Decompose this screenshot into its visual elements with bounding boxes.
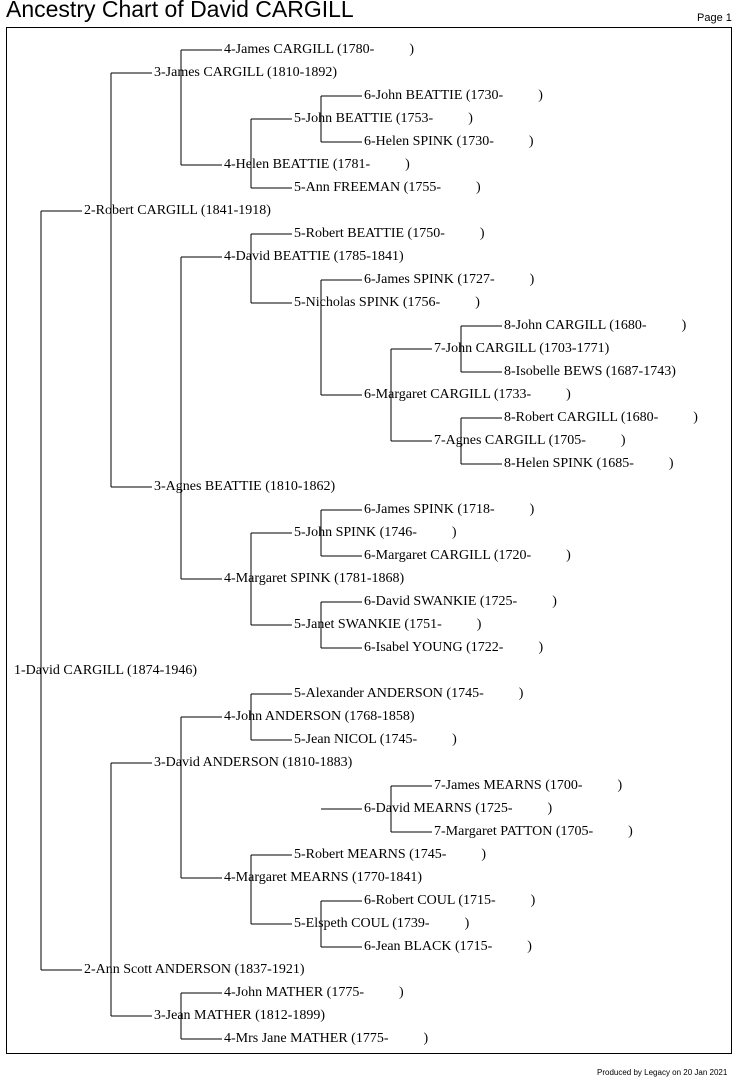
chart-frame bbox=[6, 27, 732, 1054]
person-entry-gen-5: 5-Nicholas SPINK (1756- ) bbox=[294, 295, 480, 310]
person-entry-gen-5: 5-Robert MEARNS (1745- ) bbox=[294, 847, 487, 862]
person-entry-gen-6: 6-James SPINK (1718- ) bbox=[364, 502, 535, 517]
person-entry-gen-8: 8-John CARGILL (1680- ) bbox=[504, 318, 687, 333]
person-entry-gen-6: 6-David SWANKIE (1725- ) bbox=[364, 594, 557, 609]
person-entry-gen-2: 2-Robert CARGILL (1841-1918) bbox=[84, 203, 271, 218]
person-entry-gen-6: 6-Jean BLACK (1715- ) bbox=[364, 939, 532, 954]
person-entry-gen-5: 5-Ann FREEMAN (1755- ) bbox=[294, 180, 481, 195]
person-entry-gen-4: 4-James CARGILL (1780- ) bbox=[224, 42, 415, 57]
page-title: Ancestry Chart of David CARGILL bbox=[6, 0, 354, 22]
person-entry-gen-4: 4-Margaret SPINK (1781-1868) bbox=[224, 571, 405, 586]
person-entry-gen-6: 6-Helen SPINK (1730- ) bbox=[364, 134, 534, 149]
person-entry-gen-8: 8-Isobelle BEWS (1687-1743) bbox=[504, 364, 676, 379]
person-entry-gen-4: 4-John ANDERSON (1768-1858) bbox=[224, 709, 415, 724]
person-entry-gen-2: 2-Ann Scott ANDERSON (1837-1921) bbox=[84, 962, 305, 977]
person-entry-gen-4: 4-Helen BEATTIE (1781- ) bbox=[224, 157, 410, 172]
person-entry-gen-3: 3-David ANDERSON (1810-1883) bbox=[154, 755, 353, 770]
person-entry-gen-7: 7-Margaret PATTON (1705- ) bbox=[434, 824, 633, 839]
person-entry-gen-8: 8-Robert CARGILL (1680- ) bbox=[504, 410, 698, 425]
person-entry-gen-8: 8-Helen SPINK (1685- ) bbox=[504, 456, 674, 471]
person-entry-gen-5: 5-John BEATTIE (1753- ) bbox=[294, 111, 473, 126]
person-entry-gen-7: 7-John CARGILL (1703-1771) bbox=[434, 341, 610, 356]
person-entry-gen-6: 6-John BEATTIE (1730- ) bbox=[364, 88, 543, 103]
person-entry-gen-7: 7-James MEARNS (1700- ) bbox=[434, 778, 623, 793]
person-entry-gen-4: 4-John MATHER (1775- ) bbox=[224, 985, 404, 1000]
person-entry-gen-4: 4-David BEATTIE (1785-1841) bbox=[224, 249, 404, 264]
person-entry-gen-4: 4-Margaret MEARNS (1770-1841) bbox=[224, 870, 423, 885]
person-entry-gen-6: 6-Isabel YOUNG (1722- ) bbox=[364, 640, 544, 655]
person-entry-gen-5: 5-Robert BEATTIE (1750- ) bbox=[294, 226, 485, 241]
person-entry-gen-5: 5-John SPINK (1746- ) bbox=[294, 525, 457, 540]
person-entry-gen-6: 6-Margaret CARGILL (1720- ) bbox=[364, 548, 571, 563]
person-entry-gen-5: 5-Elspeth COUL (1739- ) bbox=[294, 916, 470, 931]
person-entry-gen-5: 5-Janet SWANKIE (1751- ) bbox=[294, 617, 482, 632]
person-entry-gen-4: 4-Mrs Jane MATHER (1775- ) bbox=[224, 1031, 429, 1046]
person-entry-gen-5: 5-Jean NICOL (1745- ) bbox=[294, 732, 457, 747]
footer-credit: Produced by Legacy on 20 Jan 2021 bbox=[597, 1068, 728, 1077]
person-entry-gen-6: 6-David MEARNS (1725- ) bbox=[364, 801, 553, 816]
person-entry-gen-6: 6-Robert COUL (1715- ) bbox=[364, 893, 536, 908]
person-entry-gen-7: 7-Agnes CARGILL (1705- ) bbox=[434, 433, 626, 448]
person-entry-gen-1: 1-David CARGILL (1874-1946) bbox=[14, 663, 198, 678]
person-entry-gen-3: 3-James CARGILL (1810-1892) bbox=[154, 65, 338, 80]
person-entry-gen-3: 3-Jean MATHER (1812-1899) bbox=[154, 1008, 326, 1023]
person-entry-gen-6: 6-James SPINK (1727- ) bbox=[364, 272, 535, 287]
person-entry-gen-3: 3-Agnes BEATTIE (1810-1862) bbox=[154, 479, 336, 494]
person-entry-gen-5: 5-Alexander ANDERSON (1745- ) bbox=[294, 686, 524, 701]
person-entry-gen-6: 6-Margaret CARGILL (1733- ) bbox=[364, 387, 571, 402]
page-number: Page 1 bbox=[697, 12, 732, 24]
